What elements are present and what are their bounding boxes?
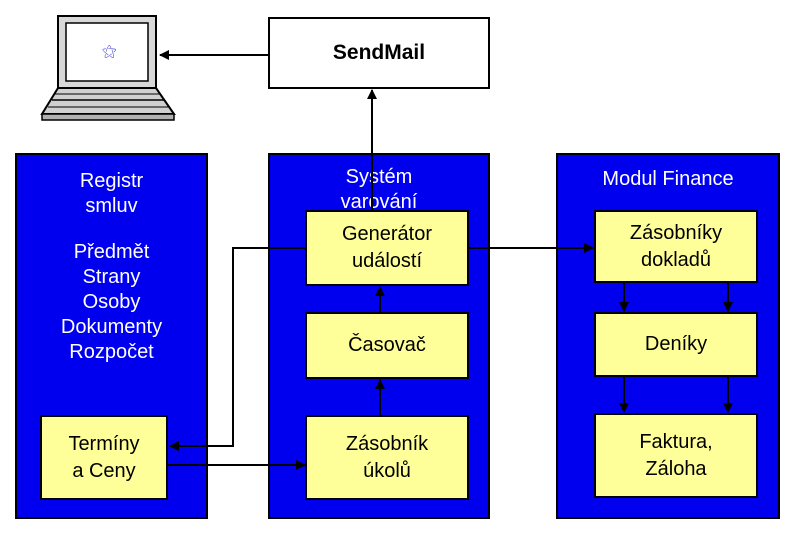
registr-items: Předmět Strany Osoby Dokumenty Rozpočet [17, 240, 206, 365]
list-item: Předmět [73, 241, 150, 263]
panel-title: Registr smluv [79, 170, 144, 217]
list-item: Dokumenty [60, 316, 163, 338]
list-item: Osoby [82, 291, 141, 313]
box-generator-udalosti[interactable]: Generátor událostí [305, 210, 469, 286]
laptop-icon: ⚝ [40, 15, 176, 121]
box-deniky[interactable]: Deníky [594, 312, 758, 377]
svg-text:⚝: ⚝ [102, 42, 117, 60]
box-casovac[interactable]: Časovač [305, 312, 469, 379]
box-zasobniky-dokladu[interactable]: Zásobníky dokladů [594, 210, 758, 283]
box-terminy-ceny[interactable]: Termíny a Ceny [40, 415, 168, 500]
list-item: Strany [82, 266, 141, 288]
sendmail-label: SendMail [332, 41, 426, 64]
panel-title: Modul Finance [602, 168, 734, 190]
box-faktura-zaloha[interactable]: Faktura, Záloha [594, 413, 758, 498]
sendmail-box[interactable]: SendMail [268, 17, 490, 89]
panel-title: Systém varování [340, 166, 418, 209]
box-zasobnik-ukolu[interactable]: Zásobník úkolů [305, 415, 469, 500]
list-item: Rozpočet [69, 341, 154, 363]
